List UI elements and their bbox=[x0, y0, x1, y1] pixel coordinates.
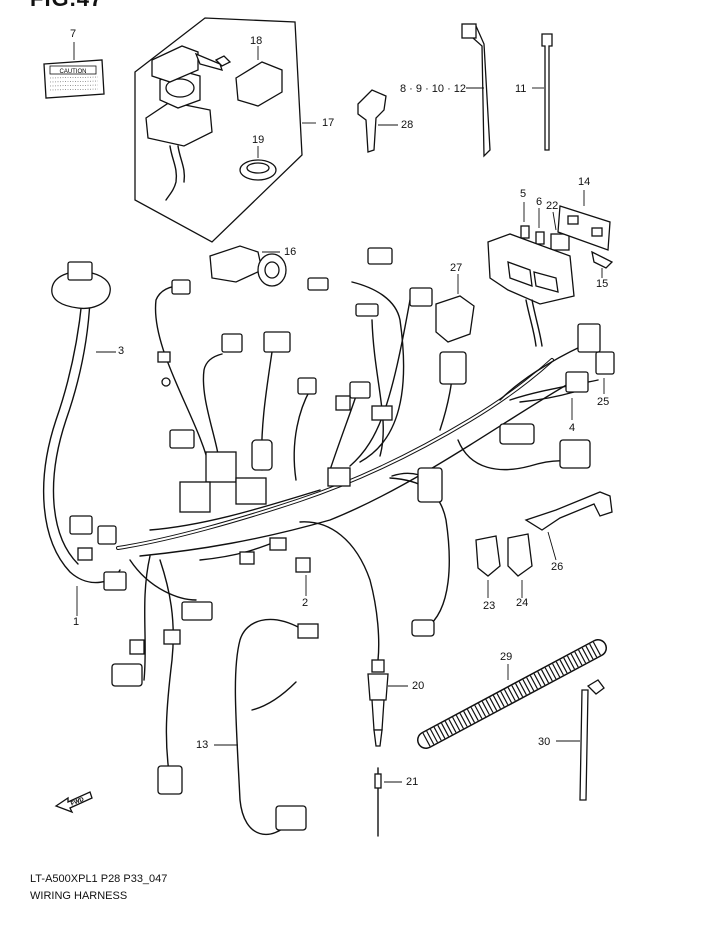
callout-17: 17 bbox=[322, 117, 335, 129]
callout-3: 3 bbox=[118, 345, 125, 357]
figure-title: FIG.47 bbox=[30, 0, 103, 12]
power-socket-part bbox=[209, 245, 287, 287]
relays-and-bracket bbox=[520, 190, 614, 278]
callout-24: 24 bbox=[516, 597, 529, 609]
callout-6: 6 bbox=[536, 196, 543, 208]
callout-21: 21 bbox=[406, 776, 419, 788]
callout-7: 7 bbox=[70, 28, 77, 40]
callout-16: 16 bbox=[284, 246, 297, 258]
callout-15: 15 bbox=[596, 278, 609, 290]
callout-18: 18 bbox=[250, 35, 263, 47]
caution-label-part: CAUTION bbox=[43, 42, 105, 99]
callout-19: 19 bbox=[252, 134, 265, 146]
callout-22: 22 bbox=[546, 200, 559, 212]
callout-13: 13 bbox=[196, 739, 209, 751]
ignition-key-part bbox=[357, 89, 398, 153]
forward-arrow-icon: FWD bbox=[54, 791, 93, 814]
fuse-box-relay bbox=[435, 233, 575, 347]
oxygen-sensor-part bbox=[367, 659, 408, 837]
callout-28: 28 bbox=[401, 119, 414, 131]
protector-parts bbox=[475, 491, 613, 598]
corrugated-tube-part bbox=[417, 639, 607, 749]
callout-29: 29 bbox=[500, 651, 513, 663]
harness-connectors bbox=[51, 247, 615, 831]
callout-5: 5 bbox=[520, 188, 527, 200]
callout-25: 25 bbox=[597, 396, 610, 408]
drawing-code: LT-A500XPL1 P28 P33_047 bbox=[30, 873, 168, 885]
callout-30: 30 bbox=[538, 736, 551, 748]
harness-clamps bbox=[461, 23, 553, 158]
cable-tie-part bbox=[556, 679, 605, 801]
caution-text: CAUTION bbox=[60, 69, 87, 75]
ignition-switch-group bbox=[134, 17, 316, 243]
fwd-text: FWD bbox=[70, 796, 86, 807]
callout-27: 27 bbox=[450, 262, 463, 274]
callout-4: 4 bbox=[569, 422, 576, 434]
callout-11: 11 bbox=[515, 83, 527, 95]
callout-20: 20 bbox=[412, 680, 425, 692]
callout-8-9-10-12: 8 · 9 · 10 · 12 bbox=[400, 83, 467, 95]
callout-26: 26 bbox=[551, 561, 564, 573]
drawing-title: WIRING HARNESS bbox=[30, 890, 128, 902]
callout-14: 14 bbox=[578, 176, 591, 188]
callout-1: 1 bbox=[73, 616, 80, 628]
callout-23: 23 bbox=[483, 600, 496, 612]
callout-2: 2 bbox=[302, 597, 309, 609]
